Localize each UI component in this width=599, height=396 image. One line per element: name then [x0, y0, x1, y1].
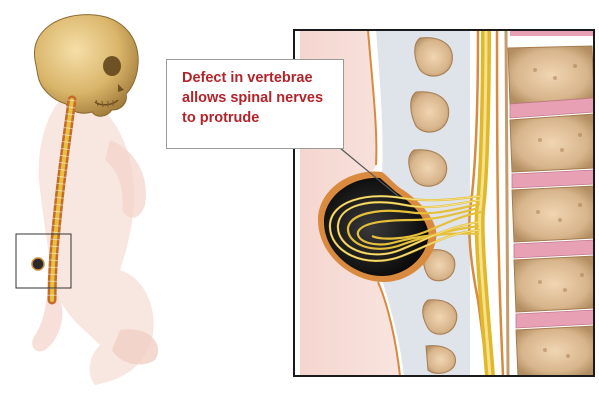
callout-label: Defect in vertebrae allows spinal nerves… [182, 68, 333, 128]
baby-leg [32, 290, 62, 351]
vertebral-bodies [506, 30, 594, 376]
baby-figure [16, 15, 158, 385]
figure-sac [32, 258, 44, 270]
skull-icon [34, 15, 138, 117]
callout-box: Defect in vertebrae allows spinal nerves… [166, 59, 344, 149]
